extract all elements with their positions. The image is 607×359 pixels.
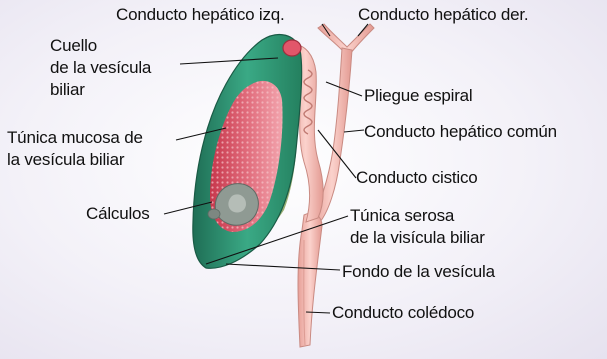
label-fondo-vesicula: Fondo de la vesícula (342, 262, 495, 282)
label-cuello-line-3: biliar (50, 80, 85, 100)
label-tunica-mucosa-line-2: la vesícula biliar (7, 150, 124, 170)
common-bile-duct-shape (298, 213, 322, 347)
label-tunica-mucosa-line-1: Túnica mucosa de (7, 128, 143, 148)
label-conducto-hepatico-comun: Conducto hepático común (364, 122, 557, 142)
label-cuello-line-1: Cuello (50, 36, 97, 56)
label-tunica-serosa-line-1: Túnica serosa (350, 206, 454, 226)
label-pliegue-espiral: Pliegue espiral (364, 86, 473, 106)
label-conducto-cistico: Conducto cistico (356, 168, 478, 188)
neck-opening-shape (283, 40, 301, 56)
label-cuello-line-2: de la vesícula (50, 58, 151, 78)
label-tunica-serosa-line-2: de la visícula biliar (350, 228, 485, 248)
label-conducto-coledoco: Conducto colédoco (332, 303, 474, 323)
label-conducto-hepatico-der: Conducto hepático der. (358, 5, 528, 25)
label-conducto-hepatico-izq: Conducto hepático izq. (116, 5, 285, 25)
label-calculos: Cálculos (86, 204, 150, 224)
